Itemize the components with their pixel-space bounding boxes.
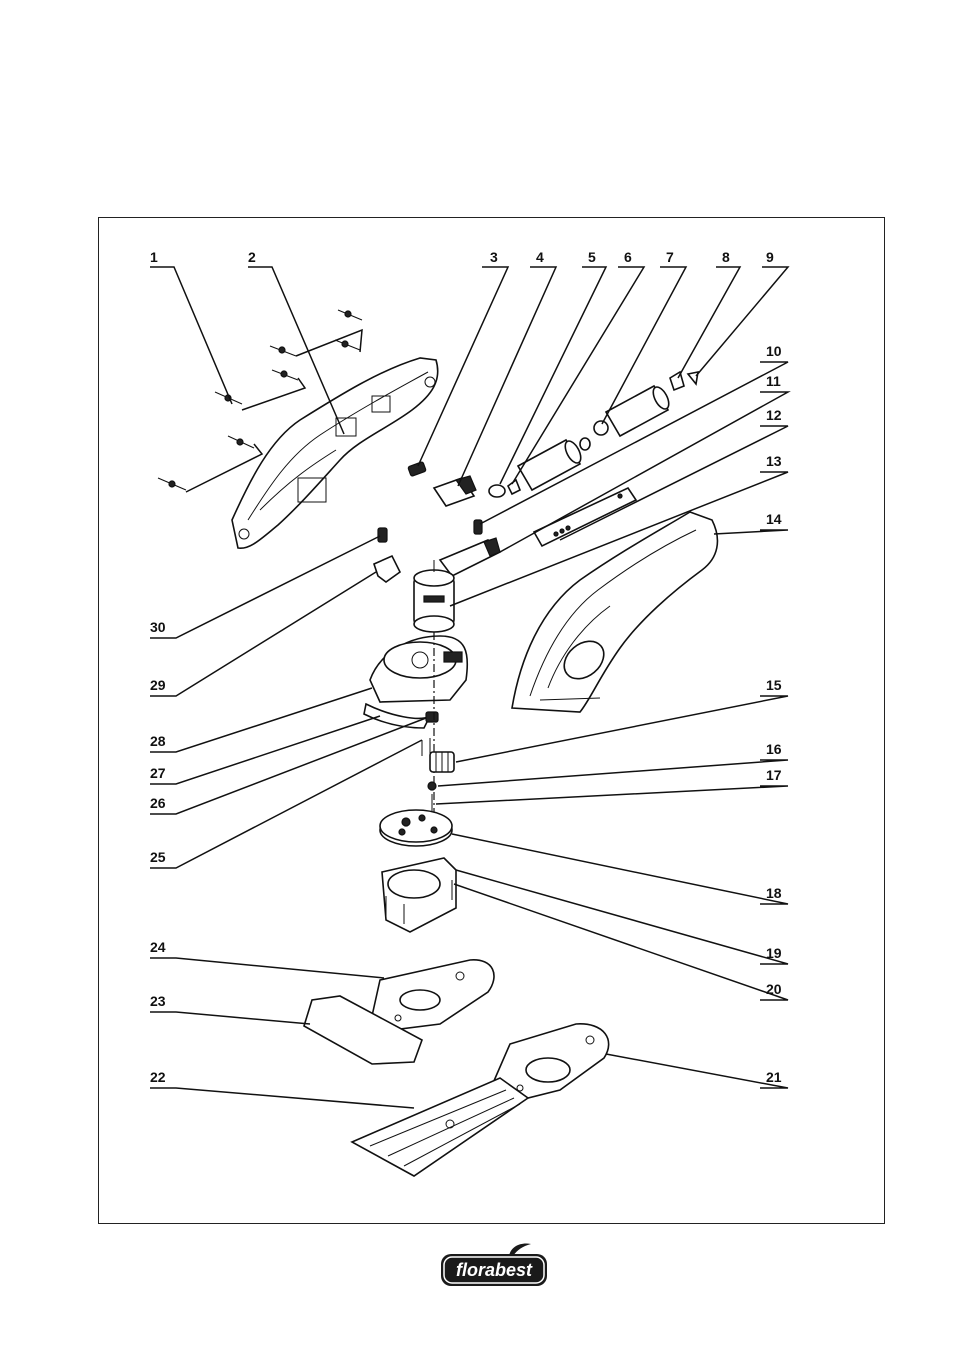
callout-label-1: 1 — [150, 249, 158, 265]
callout-label-26: 26 — [150, 795, 166, 811]
motor-13 — [413, 560, 455, 633]
callout-label-21: 21 — [766, 1069, 782, 1085]
callout-label-2: 2 — [248, 249, 256, 265]
callout-label-10: 10 — [766, 343, 782, 359]
callout-label-11: 11 — [766, 373, 781, 389]
callout-label-6: 6 — [624, 249, 632, 265]
callout-label-12: 12 — [766, 407, 782, 423]
leader-line-7 — [601, 266, 688, 425]
screws-25 — [421, 738, 431, 756]
spring-30 — [377, 527, 388, 543]
leader-line-26 — [150, 717, 427, 815]
leader-line-4 — [457, 266, 558, 487]
callout-label-15: 15 — [766, 677, 782, 693]
spring-3 — [407, 461, 427, 477]
leader-line-8 — [677, 266, 742, 379]
callout-label-28: 28 — [150, 733, 166, 749]
leader-line-28 — [150, 687, 373, 753]
leader-line-30 — [150, 535, 381, 639]
brand-wordmark: florabest — [456, 1260, 533, 1280]
callout-label-3: 3 — [490, 249, 498, 265]
leader-line-5 — [499, 266, 608, 485]
florabest-logo: florabest — [439, 1242, 551, 1290]
leader-line-14 — [713, 529, 789, 535]
callout-label-14: 14 — [766, 511, 782, 527]
washer-16 — [427, 781, 437, 791]
ring-7 — [593, 420, 609, 436]
leader-line-17 — [435, 785, 789, 805]
leader-line-27 — [150, 715, 381, 785]
callout-label-27: 27 — [150, 765, 166, 781]
leader-line-6 — [511, 266, 646, 485]
leader-line-15 — [455, 695, 789, 763]
screws-part-1 — [157, 309, 363, 493]
shrub-blade-22 — [350, 1077, 530, 1177]
callout-label-17: 17 — [766, 767, 782, 783]
callout-label-29: 29 — [150, 677, 166, 693]
leader-line-19 — [455, 869, 789, 965]
callout-label-25: 25 — [150, 849, 166, 865]
callout-label-24: 24 — [150, 939, 166, 955]
callout-label-22: 22 — [150, 1069, 166, 1085]
leader-line-3 — [417, 266, 510, 467]
leader-line-24 — [150, 957, 385, 979]
callout-label-16: 16 — [766, 741, 782, 757]
leader-line-12 — [559, 425, 789, 541]
blade-cover-23 — [303, 995, 423, 1065]
callout-label-4: 4 — [536, 249, 544, 265]
callout-label-8: 8 — [722, 249, 730, 265]
callout-label-20: 20 — [766, 981, 782, 997]
gear-15 — [429, 751, 455, 773]
brand-badge: florabest — [441, 1243, 547, 1286]
callout-label-18: 18 — [766, 885, 782, 901]
leader-line-16 — [437, 759, 789, 787]
blade-holder-24 — [371, 959, 495, 1031]
spring-10 — [473, 519, 483, 535]
blade-holder-21 — [488, 1023, 610, 1101]
parts-artwork — [157, 309, 719, 1177]
callout-label-23: 23 — [150, 993, 166, 1009]
callout-label-19: 19 — [766, 945, 782, 961]
gear-housing-28 — [363, 635, 469, 729]
gear-cover-27 — [363, 702, 432, 729]
ring-5 — [488, 484, 506, 498]
bush-26 — [425, 711, 439, 723]
left-housing-shell — [231, 357, 439, 549]
handle-14 — [511, 511, 719, 713]
leader-line-18 — [451, 833, 789, 905]
leader-line-29 — [150, 571, 377, 697]
leader-line-10 — [479, 361, 789, 525]
callout-label-7: 7 — [666, 249, 674, 265]
screw-9 — [686, 370, 699, 386]
leader-line-13 — [449, 471, 789, 607]
leader-line-21 — [605, 1053, 789, 1089]
exploded-view-frame — [98, 217, 885, 1224]
bracket-29 — [373, 554, 402, 583]
leader-line-25 — [150, 739, 423, 869]
leader-line-20 — [453, 883, 789, 1001]
battery-cell-rear — [604, 384, 670, 438]
leader-line-1 — [150, 266, 233, 405]
cam-disc-18 — [379, 809, 453, 847]
callout-label-13: 13 — [766, 453, 782, 469]
leader-line-2 — [248, 266, 345, 435]
gearbox-cover-19 — [381, 857, 457, 933]
battery-cell-front — [516, 438, 582, 492]
leader-line-22 — [150, 1087, 415, 1109]
callout-label-5: 5 — [588, 249, 596, 265]
leader-line-9 — [695, 266, 790, 377]
clip-8 — [669, 370, 685, 392]
leader-line-23 — [150, 1011, 311, 1025]
leader-line-11 — [499, 391, 791, 553]
callout-label-30: 30 — [150, 619, 166, 635]
callout-label-9: 9 — [766, 249, 774, 265]
